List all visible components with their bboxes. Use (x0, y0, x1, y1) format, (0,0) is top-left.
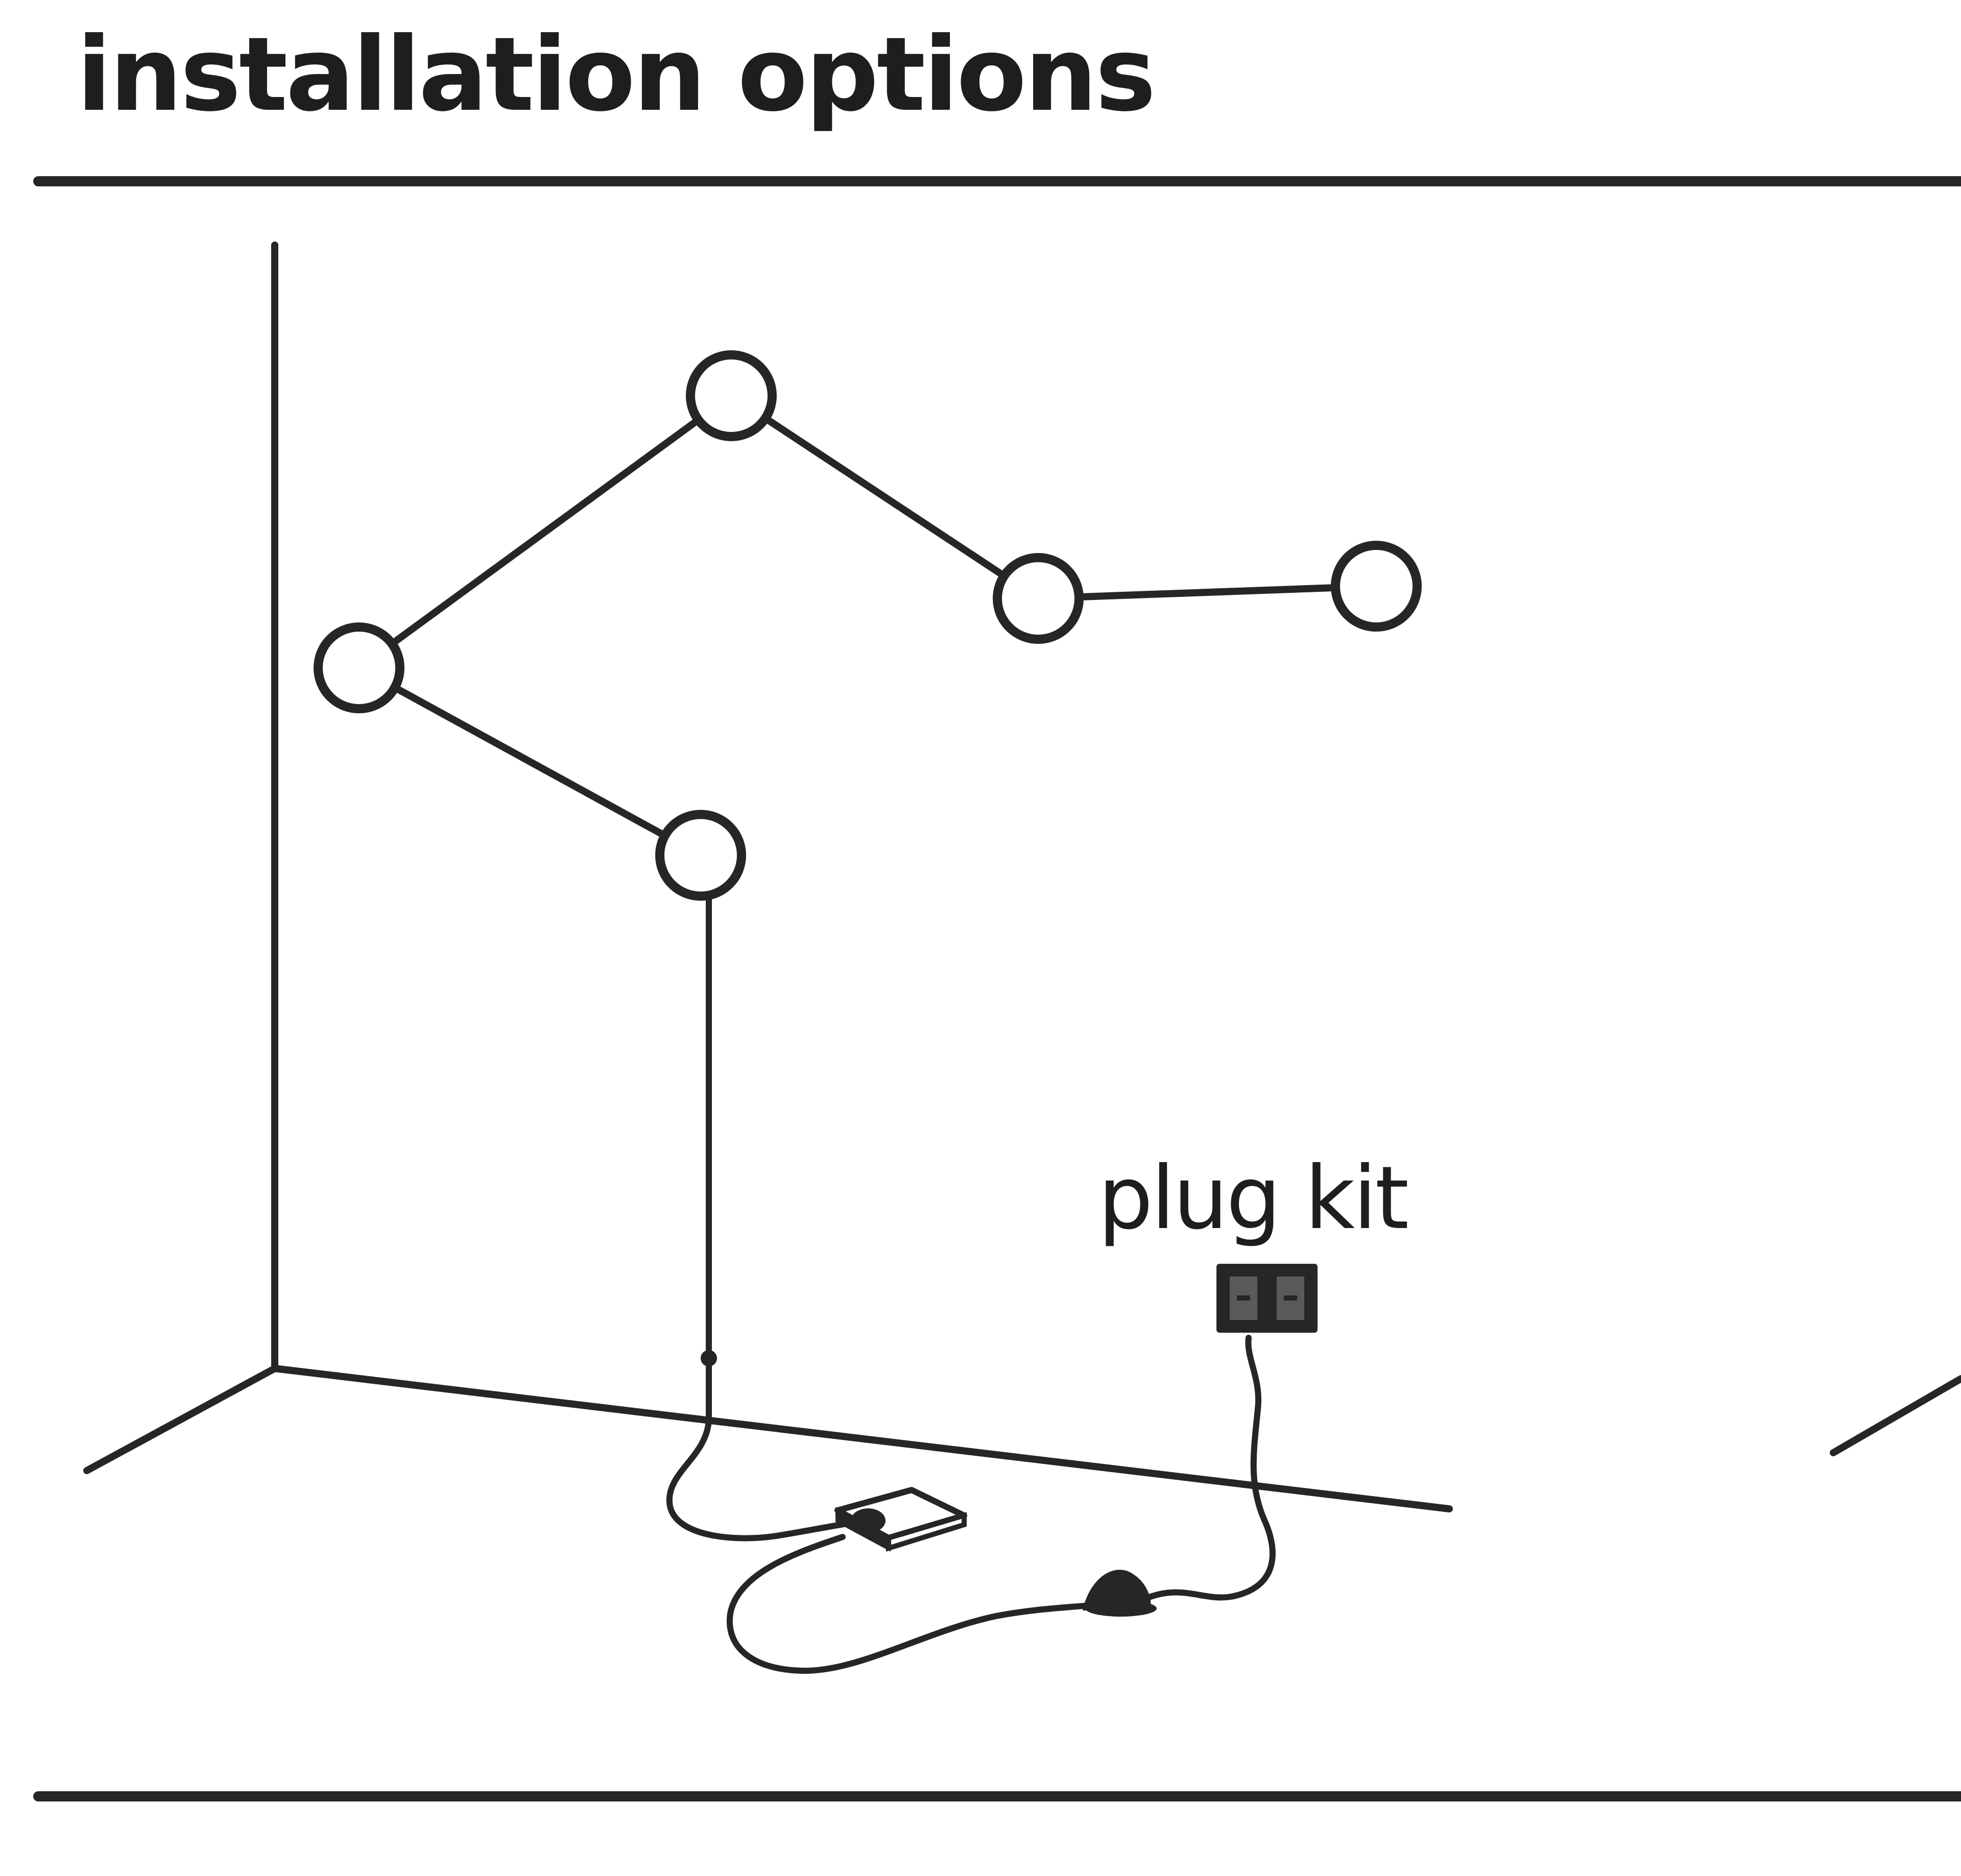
light-node-5 (1331, 541, 1422, 632)
light-node-3 (655, 810, 746, 901)
plug-socket-icon (1216, 1264, 1318, 1333)
light-node-2 (314, 622, 404, 713)
light-string (314, 350, 1422, 901)
light-node-4 (993, 553, 1084, 644)
inline-connector-icon (1082, 1570, 1157, 1617)
plug-kit-label: plug kit (1098, 1148, 1407, 1249)
next-panel-floor-line (1830, 1375, 1961, 1456)
wall-floor-line-left (83, 1365, 278, 1474)
page-title: installation options (77, 15, 1154, 134)
light-string-wire (355, 392, 1380, 671)
light-string-branch-wire (355, 664, 704, 859)
wall-floor-line-right (271, 1365, 1453, 1512)
light-node-1 (686, 350, 777, 441)
driver-box-icon (834, 1487, 967, 1552)
floor-cable-to-plug (1143, 1335, 1276, 1601)
floor-cable-to-driver (666, 1355, 856, 1542)
floor-cable-to-connector (726, 1534, 1111, 1674)
